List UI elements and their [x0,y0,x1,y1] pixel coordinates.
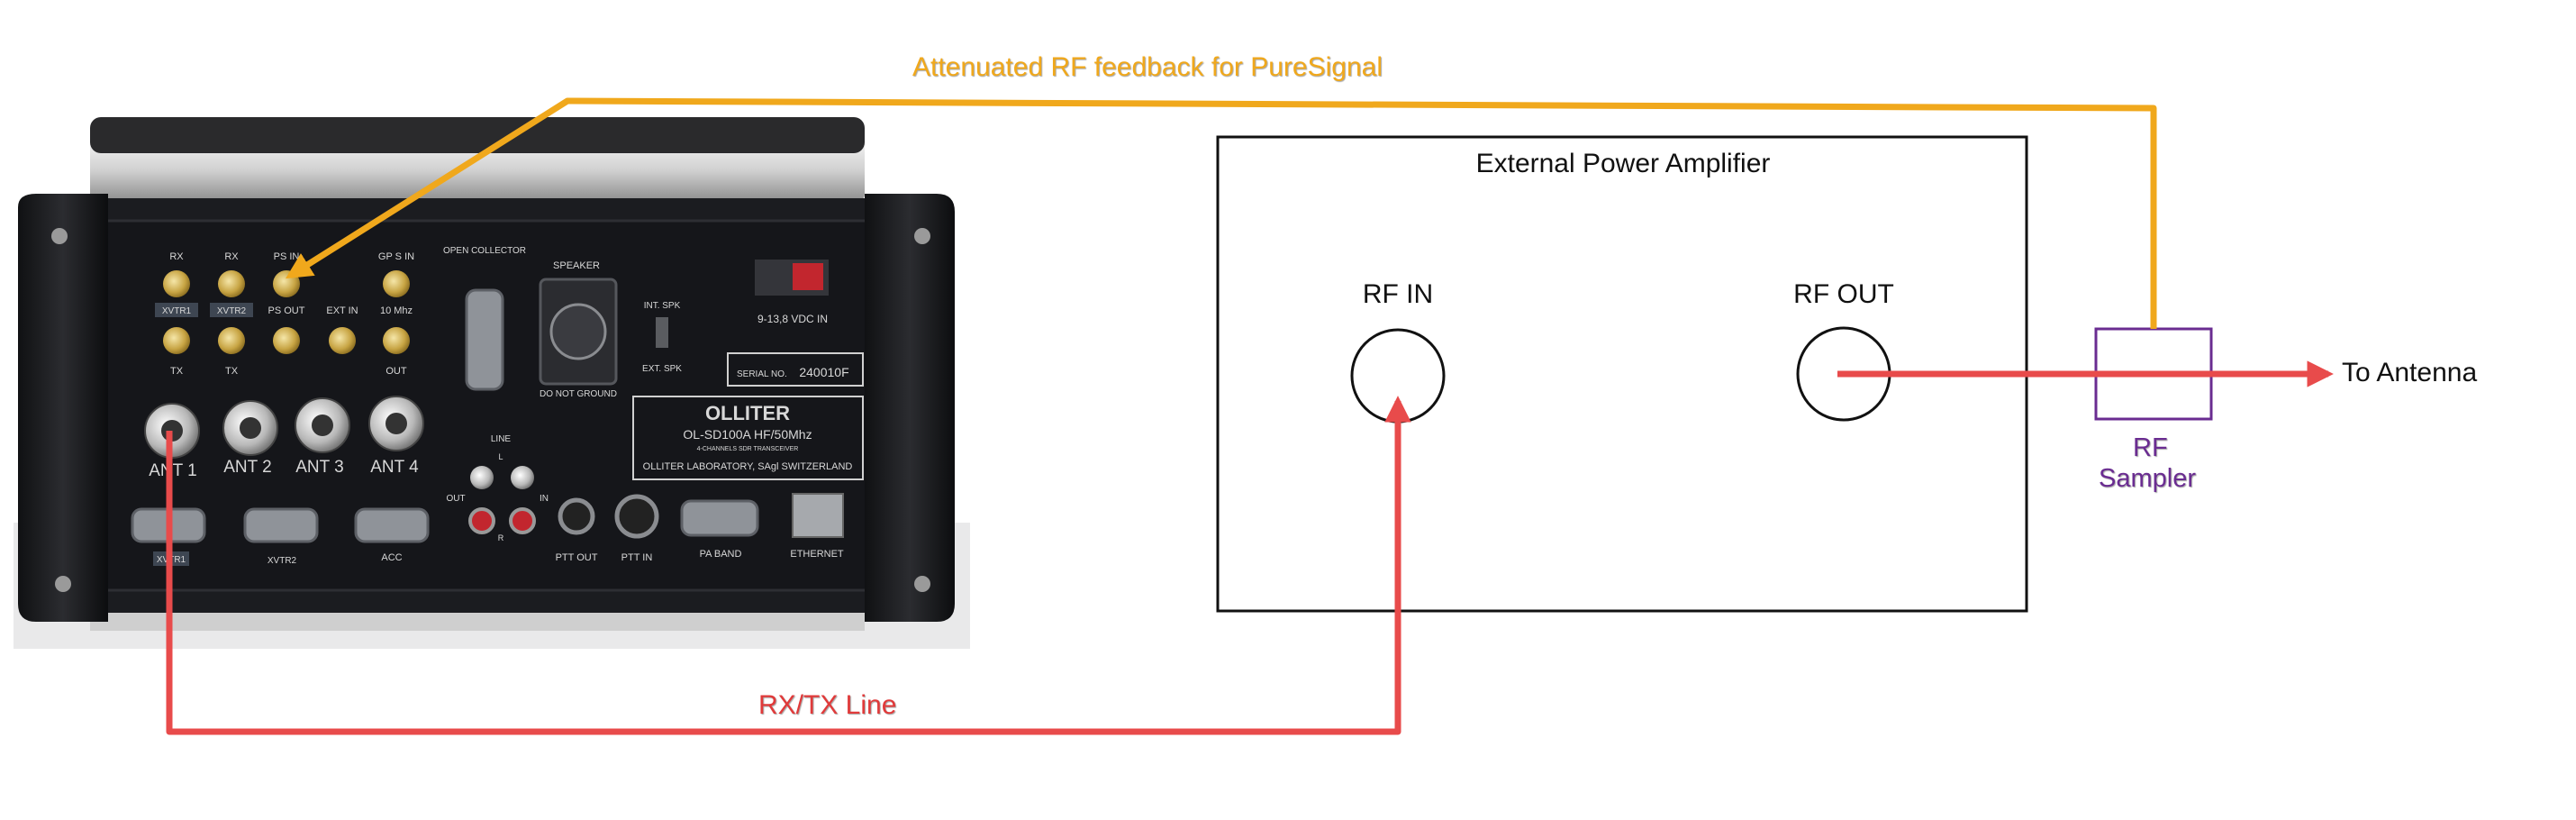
label-ant4: ANT 4 [370,458,419,477]
label-serial: SERIAL NO. [737,369,787,379]
label-10mhz: 10 Mhz [380,305,413,316]
label-ant2: ANT 2 [223,458,272,477]
ptt-in-jack [614,494,659,539]
bnc-center [385,413,407,434]
label-bottom-xvtr2: XVTR2 [268,556,297,566]
label-line: LINE [491,434,512,444]
label-tx-2: TX [225,366,239,377]
screw [914,228,930,244]
label-gps-in: GP S IN [378,251,414,262]
lab-name: OLLITER LABORATORY, SAgl SWITZERLAND [643,461,853,472]
device-right-bumper [865,194,955,622]
label-line-r: R [498,533,504,542]
sma-connector [329,327,356,354]
brand-box [632,396,864,480]
xvtr1-badge [155,303,198,317]
sma-connector [383,327,410,354]
rf-out-label: RF OUT [1793,279,1894,309]
rf-in-label: RF IN [1363,279,1433,309]
feedback-line [286,97,2157,329]
sma-connector [383,270,410,297]
label-line-l: L [498,452,503,461]
bnc-center [240,417,261,439]
label-ext-in: EXT IN [326,305,358,316]
label-ant3: ANT 3 [295,458,344,477]
label-ptt-out: PTT OUT [556,552,598,563]
screw [914,576,930,592]
label-do-not-ground: DO NOT GROUND [540,389,617,399]
label-rx-1: RX [169,251,184,262]
device-handle [90,117,865,153]
label-rx-2: RX [224,251,239,262]
sma-connector [218,270,245,297]
label-ps-out: PS OUT [268,305,305,316]
label-power: 9-13,8 VDC IN [757,313,828,325]
model-name: OL-SD100A HF/50Mhz [683,427,812,442]
to-antenna-label: To Antenna [2342,358,2478,387]
speaker-switch [656,317,668,348]
device-left-bumper [18,194,108,622]
label-tx-1: TX [170,366,184,377]
label-ext-spk: EXT. SPK [642,364,682,374]
acc-db9 [354,507,430,543]
xlr-socket-ring [549,303,607,360]
label-speaker: SPEAKER [553,260,600,271]
ptt-out-jack [558,497,595,535]
device-top-cover [90,140,865,203]
xvtr2-badge [210,303,253,317]
rca-socket-red [468,507,495,534]
xvtr2-db9 [243,507,319,543]
sma-connector [163,270,190,297]
rxtx-line [166,396,1411,735]
rf-sampler-label-1: RF [2133,433,2168,462]
ethernet-port [792,493,844,538]
feedback-label: Attenuated RF feedback for PureSignal [912,52,1383,82]
power-plug-red [793,263,823,290]
sma-connector [163,327,190,354]
label-ps-in: PS IN [274,251,300,262]
label-ethernet: ETHERNET [790,549,844,560]
serial-box [727,352,864,387]
label-int-spk: INT. SPK [644,301,681,311]
rca-socket [470,466,494,489]
label-ant1: ANT 1 [149,461,197,480]
rf-sampler-label-2: Sampler [2099,464,2196,493]
screw [51,228,68,244]
power-amplifier-title: External Power Amplifier [1476,149,1771,178]
screw [55,576,71,592]
label-acc: ACC [381,552,402,563]
rca-socket [511,466,534,489]
pa-band-connector [680,499,759,537]
sma-connector [218,327,245,354]
model-sub: 4-CHANNELS SDR TRANSCEIVER [697,446,799,452]
label-open-collector: OPEN COLLECTOR [443,246,526,256]
sma-connectors [163,270,410,354]
label-pa-band: PA BAND [700,549,742,560]
rxtx-label: RX/TX Line [758,690,897,720]
rca-socket-red [509,507,536,534]
label-ptt-in: PTT IN [621,552,653,563]
label-line-in: IN [540,494,549,504]
transceiver-rear-panel: RX RX PS IN GP S IN XVTR1 XVTR2 PS OUT E… [14,117,970,649]
sma-connector [273,327,300,354]
label-xvtr1: XVTR1 [162,306,192,316]
label-line-out: OUT [446,494,465,504]
label-out: OUT [385,366,407,377]
label-xvtr2: XVTR2 [217,306,247,316]
brand-name: OLLITER [705,402,790,424]
db15-connector [465,288,504,391]
antenna-connectors [144,396,424,459]
serial-value: 240010F [799,365,848,379]
bnc-center [312,415,333,436]
